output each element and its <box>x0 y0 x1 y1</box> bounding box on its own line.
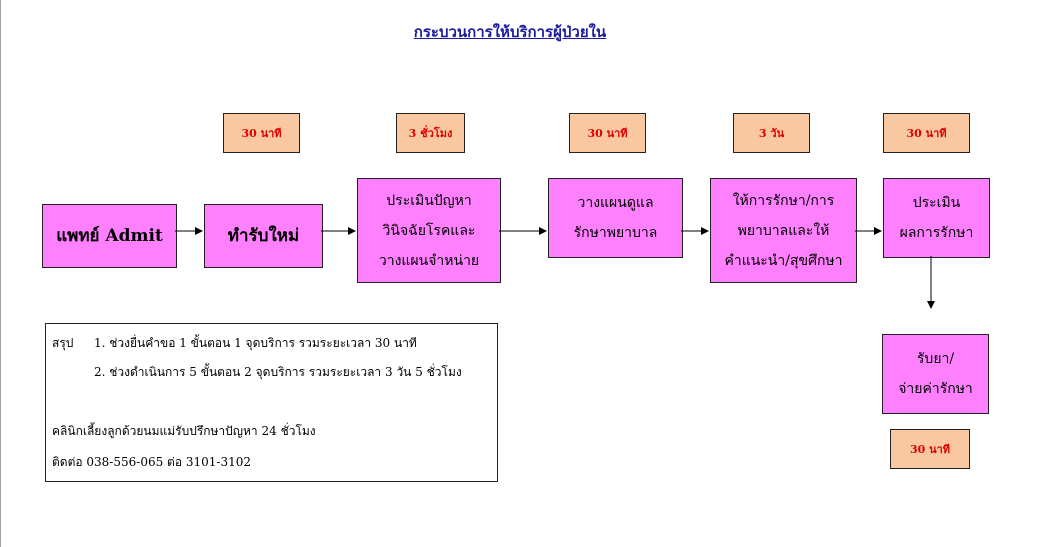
page-left-border <box>0 0 1 547</box>
step-evaluation: ประเมิน ผลการรักษา <box>883 178 990 258</box>
time-badge-admission: 30 นาที <box>223 113 300 153</box>
time-badge-assessment: 3 ชั่วโมง <box>396 113 465 153</box>
time-badge-payment: 30 นาที <box>890 429 970 469</box>
step-doctor-admit: แพทย์ Admit <box>42 204 177 268</box>
time-badge-evaluation: 30 นาที <box>883 113 970 153</box>
step-care-planning: วางแผนดูแล รักษาพยาบาล <box>548 178 683 258</box>
step-assessment: ประเมินปัญหา วินิจฉัยโรคและ วางแผนจำหน่า… <box>357 178 501 283</box>
clinic-notice: คลินิกเลี้ยงลูกด้วยนมแม่รับปรึกษาปัญหา 2… <box>52 424 316 438</box>
step-new-admission: ทำรับใหม่ <box>204 204 323 268</box>
summary-label: สรุป <box>52 336 74 350</box>
step-receive-medicine-payment: รับยา/ จ่ายค่ารักษา <box>882 334 989 414</box>
time-badge-treatment: 3 วัน <box>733 113 810 153</box>
summary-point-operation: 2. ช่วงดำเนินการ 5 ขั้นตอน 2 จุดบริการ ร… <box>94 365 462 379</box>
summary-box: สรุป 1. ช่วงยื่นคำขอ 1 ขั้นตอน 1 จุดบริก… <box>45 323 498 482</box>
contact-info: ติดต่อ 038-556-065 ต่อ 3101-3102 <box>52 455 251 469</box>
time-badge-care-planning: 30 นาที <box>569 113 646 153</box>
summary-point-request: 1. ช่วงยื่นคำขอ 1 ขั้นตอน 1 จุดบริการ รว… <box>94 336 417 350</box>
page-title: กระบวนการให้บริการผู้ป่วยใน <box>413 23 607 41</box>
step-treatment: ให้การรักษา/การ พยาบาลและให้ คำแนะนำ/สุข… <box>710 178 857 283</box>
